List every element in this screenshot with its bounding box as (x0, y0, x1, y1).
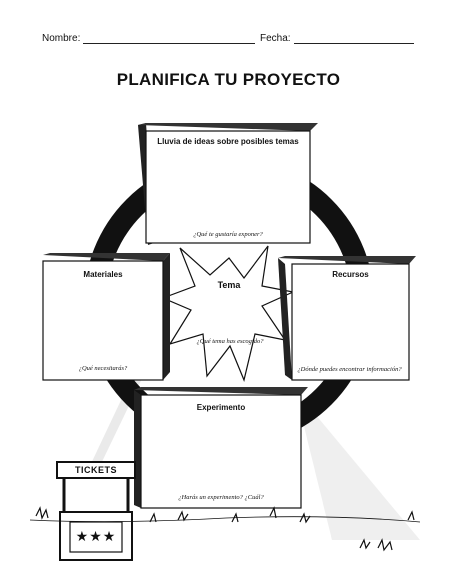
right-box-label: Recursos (332, 270, 369, 279)
tickets-sign: TICKETS (74, 465, 117, 475)
center-question: ¿Qué tema has escogido? (196, 338, 264, 345)
name-label: Nombre: (42, 33, 81, 44)
name-field[interactable]: Nombre: (42, 33, 256, 44)
top-box-question: ¿Qué te gustaría exponer? (193, 231, 263, 238)
bottom-box-question: ¿Harás un experimento? ¿Cuál? (178, 494, 264, 501)
date-label: Fecha: (260, 33, 291, 44)
grass (29, 506, 421, 552)
top-box (138, 123, 318, 245)
left-box-question: ¿Qué necesitarás? (78, 365, 128, 372)
date-field[interactable]: Fecha: (260, 33, 414, 44)
left-box (42, 253, 170, 381)
page-title: PLANIFICA TU PROYECTO (116, 70, 341, 89)
left-box-label: Materiales (83, 270, 123, 279)
right-box-question: ¿Dónde puedes encontrar información? (297, 366, 402, 373)
ticket-booth (56, 461, 136, 561)
center-star (161, 245, 295, 382)
bottom-box (134, 387, 308, 509)
top-box-label: Lluvia de ideas sobre posibles temas (157, 137, 299, 146)
date-line[interactable] (293, 33, 414, 44)
right-box (278, 256, 416, 381)
center-label: Tema (217, 280, 241, 290)
booth-stars: ★★★ (75, 528, 117, 544)
bottom-box-label: Experimento (196, 403, 246, 412)
name-line[interactable] (83, 33, 256, 44)
